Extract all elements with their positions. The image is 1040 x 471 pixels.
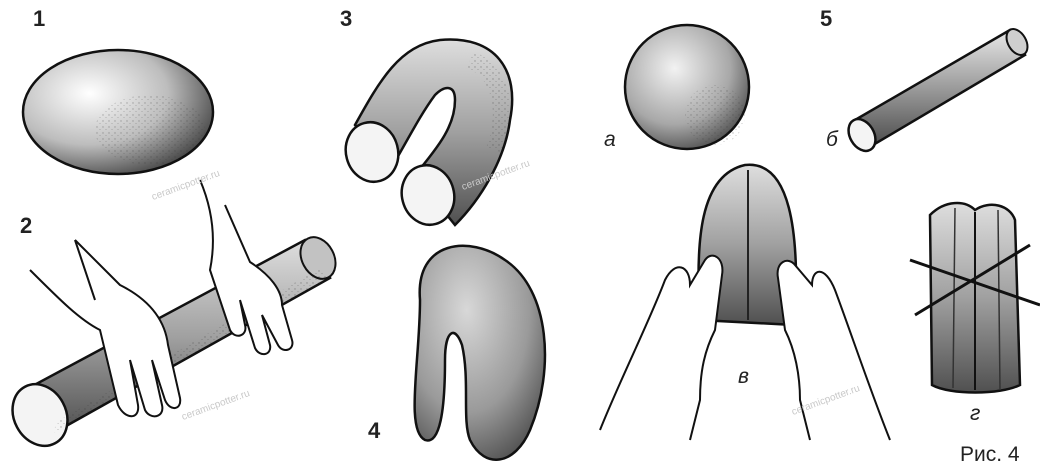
clay-horseshoe [415, 246, 545, 460]
oval-clay-lump [23, 50, 213, 174]
step-number-3: 3 [340, 6, 352, 32]
sub-label-v: в [738, 365, 749, 389]
tied-clay-bundle [910, 203, 1040, 392]
step-number-4: 4 [368, 418, 380, 444]
step-number-2: 2 [20, 213, 32, 239]
sub-label-a: а [604, 128, 616, 152]
clay-rod [843, 25, 1032, 155]
bent-clay-tube [339, 40, 512, 231]
clay-ball [625, 25, 749, 149]
step-number-1: 1 [33, 6, 45, 32]
sub-label-b: б [826, 128, 838, 152]
sub-label-g: г [970, 402, 980, 426]
figure-caption: Рис. 4 [960, 443, 1020, 467]
step-number-5: 5 [820, 6, 832, 32]
